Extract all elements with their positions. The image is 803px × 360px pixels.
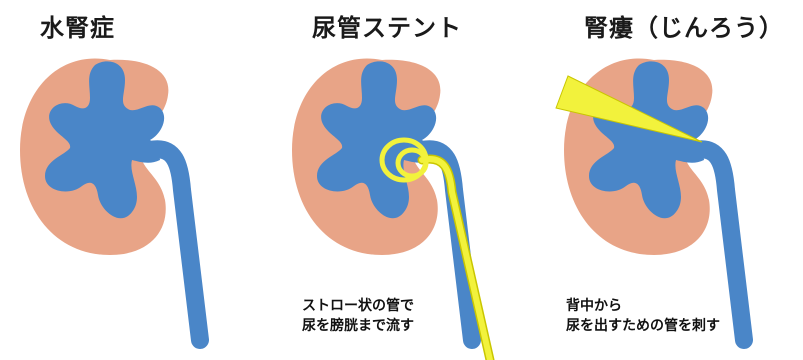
stent-caption-line-1: ストロー状の管で: [302, 298, 414, 314]
nephrostomy-caption: 背中から 尿を出すための管を刺す: [566, 296, 720, 336]
nephrostomy-caption-line-1: 背中から: [566, 298, 622, 314]
kidney-with-nephrostomy: [555, 58, 744, 340]
kidney-with-stent: [292, 58, 495, 360]
stent-tube: [379, 137, 495, 360]
panel-title-hydronephrosis: 水腎症: [40, 14, 115, 42]
panel-title-ureteral-stent: 尿管ステント: [312, 14, 462, 42]
nephrostomy-caption-line-2: 尿を出すための管を刺す: [566, 318, 720, 334]
nephrostomy-needle: [555, 75, 703, 143]
stent-caption: ストロー状の管で 尿を膀胱まで流す: [302, 296, 414, 336]
kidney-hydronephrosis: [20, 58, 200, 340]
panel-title-nephrostomy: 腎瘻（じんろう）: [584, 14, 784, 42]
stent-caption-line-2: 尿を膀胱まで流す: [302, 318, 414, 334]
